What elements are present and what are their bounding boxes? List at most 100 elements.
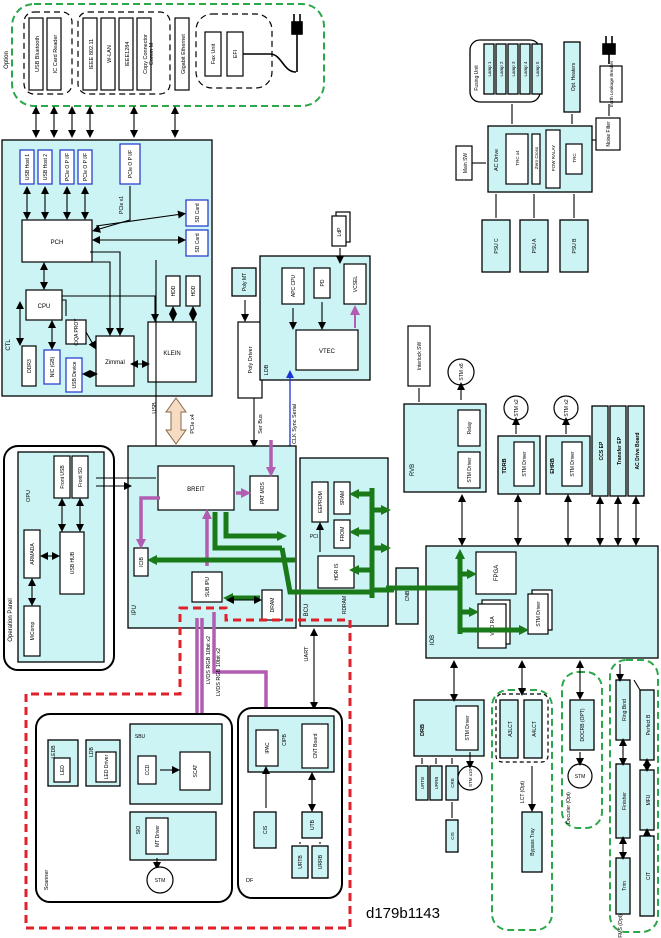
psu-c: PSU C — [494, 238, 500, 254]
sio: SIO — [136, 826, 142, 835]
drb-cis: CIS — [450, 832, 455, 840]
ieee802-label: IEEE 802.11 — [89, 39, 95, 69]
nic: NIC (GB) — [50, 356, 56, 377]
scanner-frame — [24, 606, 352, 930]
sbu: SBU — [135, 734, 146, 740]
drb-stm-driver: STM Driver — [465, 715, 471, 741]
klein: KLEIN — [163, 351, 180, 357]
option-label: Option — [4, 51, 10, 69]
pcie-opif3: PCIe O P I/F — [83, 153, 89, 181]
docrb-label: DOCRB (OPT) — [580, 708, 586, 741]
fax-unit-label: Fax Unit — [211, 43, 217, 64]
usb-host2: USB Host 2 — [43, 154, 49, 180]
option-modules — [28, 17, 244, 91]
pci-label: PCI — [310, 534, 318, 540]
poly-mt-label: Poly MT — [242, 273, 248, 291]
cnb — [395, 567, 419, 625]
finisher-frame — [609, 659, 659, 933]
clk-sync-label: CLK Sync Serial — [292, 404, 298, 444]
mfu: MFU — [646, 794, 652, 805]
ehrb-label: EHRB — [550, 458, 556, 474]
ldb-label: LDB — [264, 364, 270, 375]
usb-bluetooth-label: USB Bluetooth — [35, 36, 41, 72]
pcie-x1-label: PCIe x1 — [119, 196, 125, 214]
iob-upper-links — [458, 494, 640, 546]
drb-urtb: URTB — [420, 777, 425, 789]
iob-stm-driver: STM Driver — [536, 601, 542, 627]
lamp-2: Lamp 2 — [499, 61, 504, 77]
zero-cross: Zero Cross — [534, 146, 539, 169]
rvb-label: RVB — [410, 464, 416, 476]
poly-driver-label: Poly Driver — [248, 346, 254, 373]
poly-driver — [237, 321, 263, 399]
earth-leakage-breaker — [599, 65, 623, 103]
opt-heaters — [563, 41, 581, 113]
a3lct: A3LCT — [508, 721, 514, 737]
pat-mos: PAT MOS — [260, 482, 266, 504]
earth-leakage-label: Earth Leakage Breaker — [609, 60, 614, 107]
gigabit-ethernet-label: Gigabit Ethernet — [181, 34, 187, 74]
scanner-stm-motor — [146, 866, 174, 894]
apc-cpu: APC CPU — [291, 275, 297, 298]
pow-relay: POW RALAY — [551, 145, 556, 171]
a4lct: A4LCT — [532, 721, 538, 737]
main-sw-label: Main SW — [463, 153, 469, 174]
ser-bus-label: Ser Bus — [258, 414, 264, 434]
iob-label: IOB — [430, 635, 436, 645]
led-driver: LED Driver — [104, 754, 110, 779]
bcu-label: BCU — [304, 604, 310, 617]
ehrb-stm-driver: STM Driver — [570, 451, 576, 477]
sd-card1: SD Card — [195, 203, 201, 222]
sub-ipu: SUB IPU — [205, 577, 211, 597]
utb: UTB — [310, 819, 316, 830]
lamp-5: Lamp 5 — [535, 61, 540, 77]
scanner-ldb: LDB — [89, 746, 95, 756]
tdrb-stm-driver: STM Driver — [522, 451, 528, 477]
ldp-label: LdP — [337, 227, 343, 237]
dram: DRAM — [270, 598, 276, 613]
ic-card-label: IC Card Reader — [53, 35, 59, 74]
pcie-x4-label: PCIe x4 — [190, 414, 196, 434]
crb: CRB — [450, 778, 455, 788]
copy-connector-label: Copy Connector — [143, 34, 149, 74]
pd: PD — [320, 279, 326, 286]
scat: SCAT — [193, 765, 199, 778]
lamp-1: Lamp 1 — [487, 61, 492, 77]
relay: Relay — [467, 421, 473, 434]
sram: SRAM — [340, 491, 346, 505]
mt-driver: MT Driver — [155, 825, 161, 847]
vcsel: VCSEL — [353, 276, 359, 293]
fpga: FPGA — [494, 565, 500, 581]
ipu-green-bus — [147, 512, 296, 603]
trim: Trim — [622, 881, 628, 891]
ieee1284-label: IEEE1284 — [125, 42, 131, 67]
hdr-is: HDR IS — [334, 563, 340, 581]
eeprom: EEPROM — [318, 491, 324, 513]
usb-hub: USB HUB — [70, 551, 76, 574]
noise-filter — [595, 117, 621, 151]
efi-label: EFI — [233, 49, 239, 58]
urrb: URRB — [318, 854, 324, 869]
armada: ARMADA — [30, 543, 36, 565]
option-ctl-links — [32, 106, 179, 138]
trc-x4: TRC x4 — [515, 150, 520, 166]
tdrb-label: TDRB — [502, 458, 508, 473]
opu-label: OPU — [26, 490, 32, 502]
ccs-ep: CCS EP — [599, 441, 605, 460]
led: LED — [60, 765, 66, 775]
sd-card2: SD Card — [195, 233, 201, 252]
ccd: CCD — [145, 764, 151, 775]
rvb-stm-label: STM x8 — [459, 363, 465, 380]
pch: PCH — [51, 240, 64, 246]
bypass-tray — [521, 811, 543, 873]
lamp-3: Lamp 3 — [511, 61, 516, 77]
lvds1-label: LVDS RGB 10bit x2 — [206, 636, 212, 684]
noise-filter-label: Noise Filter — [606, 121, 612, 147]
lct-label: LCT (Opt) — [520, 781, 526, 803]
hdd1: HDD — [171, 285, 177, 296]
urtb: URTB — [298, 855, 304, 869]
vod-ra: VOD RA — [490, 616, 496, 636]
decurler-stm-label: STM — [575, 774, 586, 780]
interlock-sw — [407, 325, 431, 387]
